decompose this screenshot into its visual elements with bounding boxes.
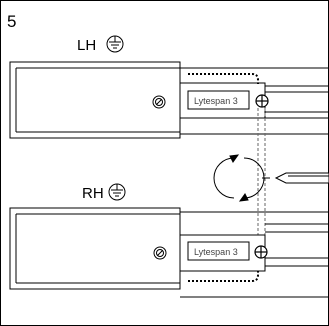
lh-terminal-screw-icon bbox=[255, 94, 269, 108]
lh-label-plate bbox=[187, 90, 250, 110]
top-track bbox=[180, 67, 329, 135]
rh-dotted-link bbox=[188, 271, 259, 282]
screwdriver-icon bbox=[262, 172, 329, 184]
rh-adaptor-body bbox=[9, 207, 181, 290]
rotate-both-directions-icon bbox=[213, 154, 265, 202]
rh-label-plate bbox=[187, 241, 250, 261]
lh-label: LH bbox=[77, 37, 96, 54]
rh-terminal-screw-icon bbox=[254, 245, 268, 259]
lh-housing-screw-icon bbox=[152, 95, 166, 109]
earth-connection-dashes bbox=[257, 108, 266, 245]
step-number: 5 bbox=[7, 12, 16, 31]
lh-adaptor-body bbox=[9, 61, 181, 139]
rh-plate-label: Lytespan 3 bbox=[194, 247, 238, 257]
rh-earth-symbol-icon bbox=[108, 183, 126, 201]
lh-dotted-link bbox=[188, 73, 259, 84]
bottom-track bbox=[180, 211, 329, 298]
lh-plate-label: Lytespan 3 bbox=[194, 96, 238, 106]
rh-housing-screw-icon bbox=[153, 246, 167, 260]
lh-earth-symbol-icon bbox=[106, 35, 124, 53]
rh-label: RH bbox=[82, 185, 104, 202]
